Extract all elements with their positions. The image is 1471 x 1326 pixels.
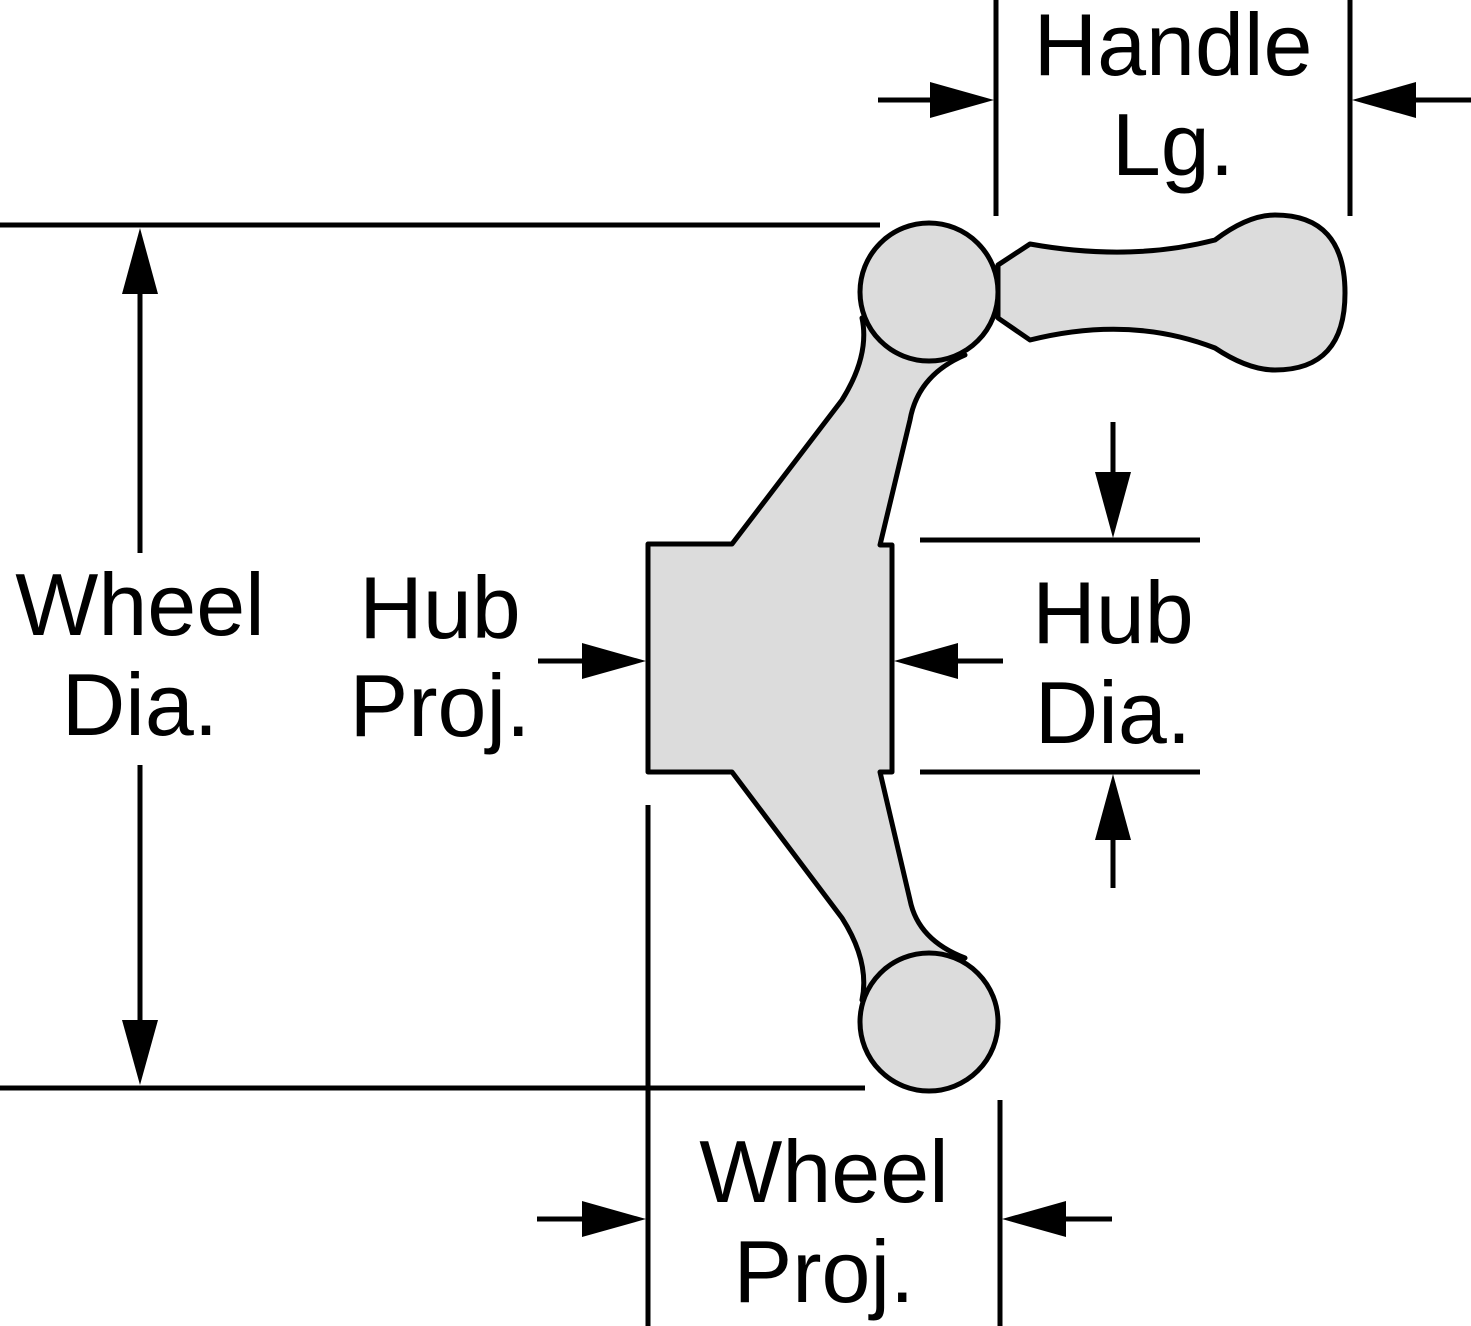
arrow-wheel-top (122, 228, 158, 294)
dimension-wheel-diameter: Wheel Dia. (0, 222, 880, 1091)
hub-and-spokes (645, 315, 968, 1003)
arrow-handle-left (930, 82, 994, 118)
wheel-projection-label-line1: Wheel (699, 1122, 948, 1221)
dimension-handle-length: Handle Lg. (878, 0, 1471, 216)
wheel-diameter-label-line1: Wheel (15, 555, 264, 654)
revolving-handle (995, 212, 1348, 373)
rim-lobe-bottom (857, 950, 1001, 1094)
hub-diameter-label-line2: Dia. (1035, 663, 1192, 762)
handle-length-label-line2: Lg. (1112, 95, 1234, 194)
handle-length-label-line1: Handle (1034, 0, 1313, 94)
arrow-handle-right (1352, 82, 1416, 118)
arrow-wheel-proj-left (582, 1201, 646, 1237)
wheel-projection-label-line2: Proj. (734, 1222, 915, 1321)
arrow-wheel-proj-right (1002, 1201, 1066, 1237)
handwheel-part (645, 212, 1348, 1094)
hub-diameter-label-line1: Hub (1032, 563, 1193, 662)
dimension-hub-diameter: Hub Dia. (920, 422, 1200, 888)
rim-lobe-top (857, 220, 1001, 364)
dimension-hub-projection: Hub Proj. (350, 558, 1003, 755)
hub-projection-label-line1: Hub (359, 558, 520, 657)
hub-projection-label-line2: Proj. (350, 656, 531, 755)
arrow-wheel-bottom (122, 1020, 158, 1085)
dimension-wheel-projection: Wheel Proj. (537, 805, 1112, 1326)
arrow-hub-proj-left (582, 643, 646, 679)
arrow-hub-dia-top (1095, 472, 1131, 538)
wheel-diameter-label-line2: Dia. (62, 655, 219, 754)
arrow-hub-proj-right (894, 643, 958, 679)
arrow-hub-dia-bottom (1095, 774, 1131, 840)
